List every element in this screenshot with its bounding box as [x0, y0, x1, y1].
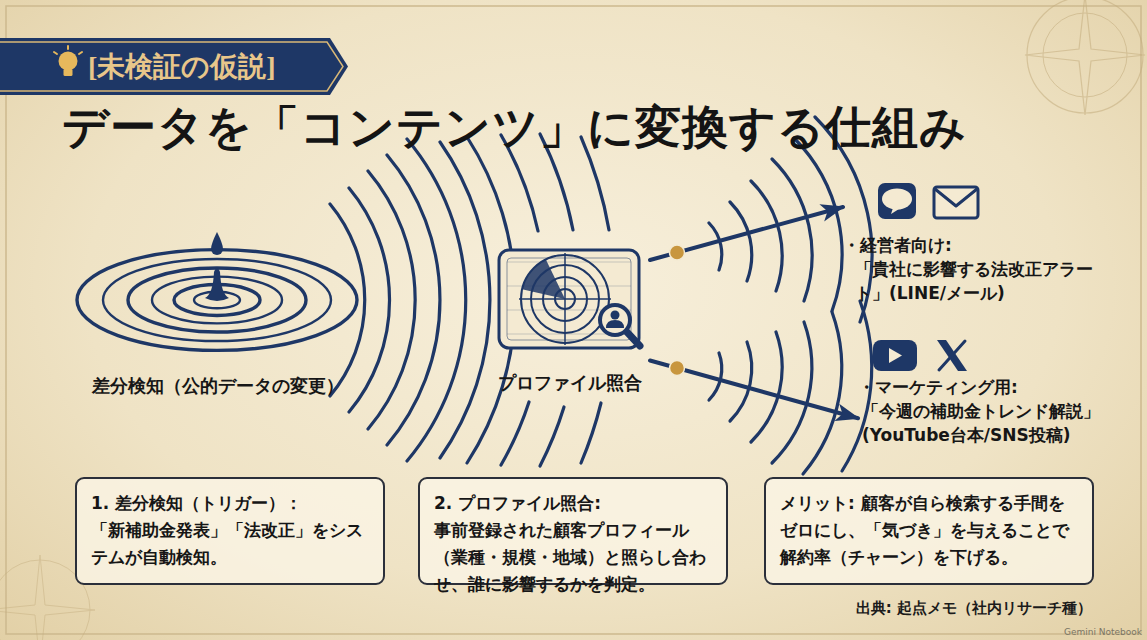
line-icon	[878, 183, 916, 219]
magnifier-lens	[600, 305, 630, 335]
radar-screen-node: プロファイル照合	[490, 245, 650, 395]
ripple-ring	[103, 259, 331, 341]
x-icon	[937, 340, 967, 371]
line-icon-square	[878, 183, 916, 219]
node-heading: 2. プロファイル照合:	[434, 490, 712, 517]
bulb-glass	[59, 52, 78, 71]
arrow-connector	[650, 361, 858, 419]
connector-dot	[670, 245, 685, 260]
youtube-play	[889, 348, 902, 363]
slide-title: データを「コンテンツ」に変換する仕組み	[62, 98, 967, 156]
source-note: 出典: 起点メモ（社内リサーチ種）	[700, 597, 1092, 619]
radar-frame	[499, 250, 639, 348]
node-text: 「今週の補助金トレンド解説」(YouTube台本/SNS投稿)	[858, 399, 1123, 447]
node-text: [未検証の仮説]	[88, 38, 343, 95]
text-area: メリット: 顧客が自ら検索する手間をゼロにし、「気づき」を与えることで解約率（チ…	[766, 479, 1092, 582]
node-heading: ・マーケティング用:	[858, 375, 1123, 399]
wave-arc	[540, 407, 564, 466]
output-channel: ・マーケティング用:「今週の補助金トレンド解説」(YouTube台本/SNS投稿…	[858, 335, 1123, 465]
hypothesis-banner: [未検証の仮説]	[0, 38, 348, 95]
wave-arc	[387, 155, 440, 445]
wave-arc	[794, 138, 842, 311]
wave-arc	[772, 159, 812, 301]
splash-column	[205, 268, 229, 301]
wave-arc	[730, 342, 752, 421]
arrow-connector	[650, 207, 843, 260]
watermark: Gemini Notebook	[1030, 626, 1142, 638]
youtube-icon	[873, 340, 917, 371]
line-icon-tail	[891, 208, 899, 214]
radar-grid	[507, 262, 631, 263]
text-area: 1. 差分検知（トリガー）：「新補助金発表」「法改正」をシステムが自動検知。	[77, 479, 383, 582]
water-drop	[211, 232, 223, 255]
wave-arc	[440, 142, 490, 458]
wave-arc	[368, 171, 415, 429]
benefit-box: メリット: 顧客が自ら検索する手間をゼロにし、「気づき」を与えることで解約率（チ…	[764, 477, 1094, 585]
lightbulb-icon	[54, 46, 82, 76]
line-icon-bubble	[882, 189, 912, 210]
compass-rose	[1025, 0, 1145, 115]
connector-dot	[669, 360, 684, 375]
node-heading: 1. 差分検知（トリガー）：	[91, 490, 369, 517]
ripple-drawing	[75, 228, 360, 368]
text-area: プロファイル照合	[480, 371, 660, 395]
text-area: 2. プロファイル照合:事前登録された顧客プロフィール（業種・規模・地域）と照ら…	[420, 479, 726, 609]
mail-envelope	[934, 187, 978, 218]
page-frame	[6, 6, 1141, 634]
ripple-ring	[128, 268, 306, 332]
wave-arc	[772, 322, 812, 463]
text-area: [未検証の仮説]	[88, 38, 343, 95]
wave-arc	[751, 332, 782, 442]
bulb-rays	[54, 46, 82, 54]
node-text: 「貴社に影響する法改正アラート」(LINE/メール)	[843, 257, 1093, 305]
person-head	[611, 311, 620, 320]
signal-waves	[330, 117, 872, 474]
node-text: プロファイル照合	[480, 371, 660, 395]
wave-arc	[751, 181, 782, 291]
node-heading: ・経営者向け:	[843, 233, 1093, 257]
banner-fill	[0, 38, 348, 95]
explanation-box: 1. 差分検知（トリガー）：「新補助金発表」「法改正」をシステムが自動検知。	[75, 477, 385, 585]
node-text: 事前登録された顧客プロフィール（業種・規模・地域）と照らし合わせ、誰に影響するか…	[434, 517, 712, 598]
youtube-frame	[873, 340, 917, 371]
node-text: 「新補助金発表」「法改正」をシステムが自動検知。	[91, 517, 369, 571]
compass-ring	[1027, 0, 1143, 113]
node-text: 差分検知（公的データの変更）	[55, 374, 380, 398]
explanation-box: 2. プロファイル照合:事前登録された顧客プロフィール（業種・規模・地域）と照ら…	[418, 477, 728, 585]
wave-arc	[330, 204, 365, 396]
output-channel: ・経営者向け:「貴社に影響する法改正アラート」(LINE/メール)	[843, 183, 1093, 303]
text-area: ・マーケティング用:「今週の補助金トレンド解説」(YouTube台本/SNS投稿…	[858, 375, 1123, 447]
person-body	[606, 320, 624, 328]
magnifier-handle	[626, 331, 640, 346]
wave-arc	[730, 202, 752, 281]
x-stroke	[939, 341, 965, 370]
mail-icon	[934, 187, 978, 218]
compass-ring	[1043, 13, 1127, 97]
mail-flap	[935, 189, 977, 206]
ripple-ring	[77, 250, 357, 351]
x-stroke	[937, 340, 967, 371]
radar-inner-frame	[507, 258, 631, 340]
wave-arc	[581, 403, 601, 463]
wave-arc	[803, 312, 842, 474]
wave-arc	[349, 188, 390, 412]
text-area: 差分検知（公的データの変更）	[55, 374, 380, 398]
radar-crosshair	[564, 253, 566, 345]
wave-arc	[501, 402, 529, 465]
wave-arc	[407, 139, 466, 461]
wave-arc	[709, 223, 722, 270]
node-text: メリット: 顧客が自ら検索する手間をゼロにし、「気づき」を与えることで解約率（チ…	[780, 490, 1078, 571]
radar-screen	[497, 248, 647, 352]
compass-star	[1025, 0, 1145, 115]
wave-arc	[709, 353, 722, 400]
icon-label: LINE	[882, 193, 912, 205]
text-area: ・経営者向け:「貴社に影響する法改正アラート」(LINE/メール)	[843, 233, 1093, 305]
bulb-base	[64, 69, 73, 76]
ripple-illustration: 差分検知（公的データの変更）	[75, 228, 360, 400]
